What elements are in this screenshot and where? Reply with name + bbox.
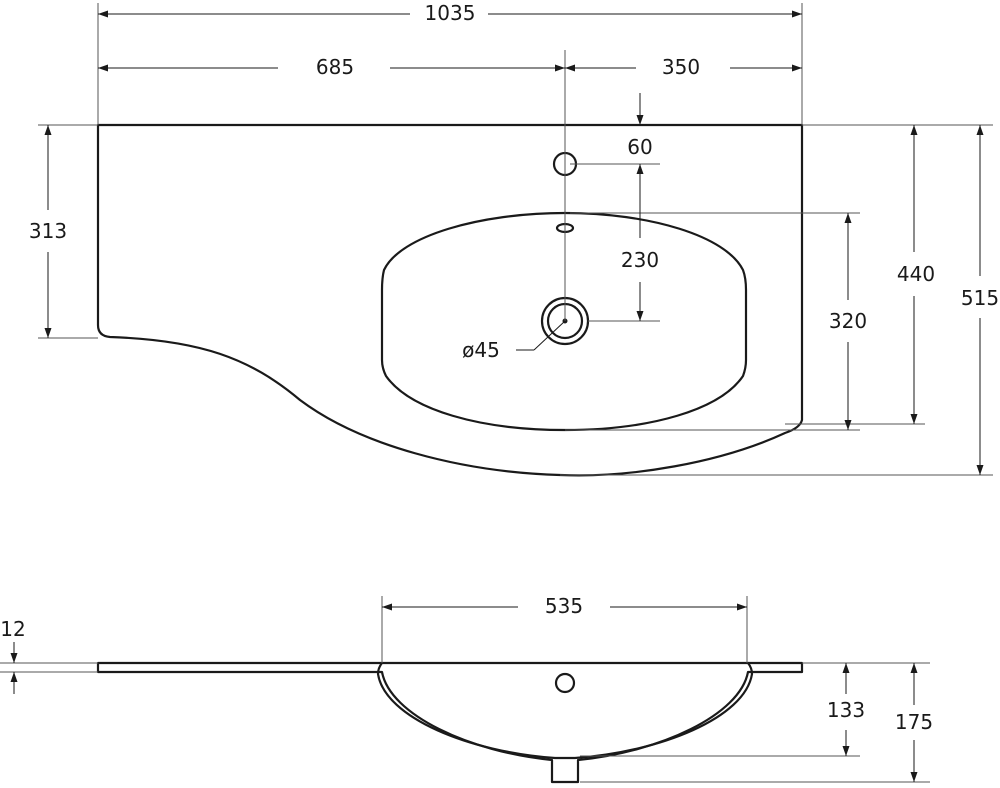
dim-bowl-depth: 133 <box>827 663 865 756</box>
extension-lines-side <box>0 596 930 783</box>
label-320: 320 <box>829 309 867 333</box>
dim-drain-diameter: ø45 <box>462 320 566 362</box>
dim-bowl-width: 535 <box>382 594 747 618</box>
side-view <box>96 661 804 784</box>
dim-left-depth: 313 <box>29 125 67 338</box>
dim-left-to-tap: 685 <box>98 55 565 79</box>
side-profile-outline <box>96 661 804 784</box>
label-1035: 1035 <box>425 1 476 25</box>
extension-lines-top <box>38 3 993 476</box>
side-bowl-inner <box>376 661 754 760</box>
countertop-outline <box>96 123 804 477</box>
label-685: 685 <box>316 55 354 79</box>
top-view <box>96 50 804 477</box>
label-12: 12 <box>0 617 25 641</box>
label-350: 350 <box>662 55 700 79</box>
dim-depth-mid: 440 <box>897 125 935 424</box>
label-515: 515 <box>961 286 999 310</box>
side-tap-hole <box>554 672 576 694</box>
label-60: 60 <box>627 135 652 159</box>
label-175: 175 <box>895 710 933 734</box>
dim-tap-to-right: 350 <box>565 55 802 79</box>
label-230: 230 <box>621 248 659 272</box>
dim-tap-offset: 60 <box>627 93 653 159</box>
dim-total-height: 175 <box>895 663 933 782</box>
dim-bowl-length: 320 <box>829 213 867 430</box>
label-440: 440 <box>897 262 935 286</box>
dim-tap-to-drain: 230 <box>621 164 659 321</box>
dim-overall-width: 1035 <box>98 1 802 25</box>
label-133: 133 <box>827 698 865 722</box>
dim-depth-total: 515 <box>961 125 999 475</box>
label-d45: ø45 <box>462 338 500 362</box>
dim-thickness: 12 <box>0 617 26 694</box>
label-535: 535 <box>545 594 583 618</box>
label-313: 313 <box>29 219 67 243</box>
